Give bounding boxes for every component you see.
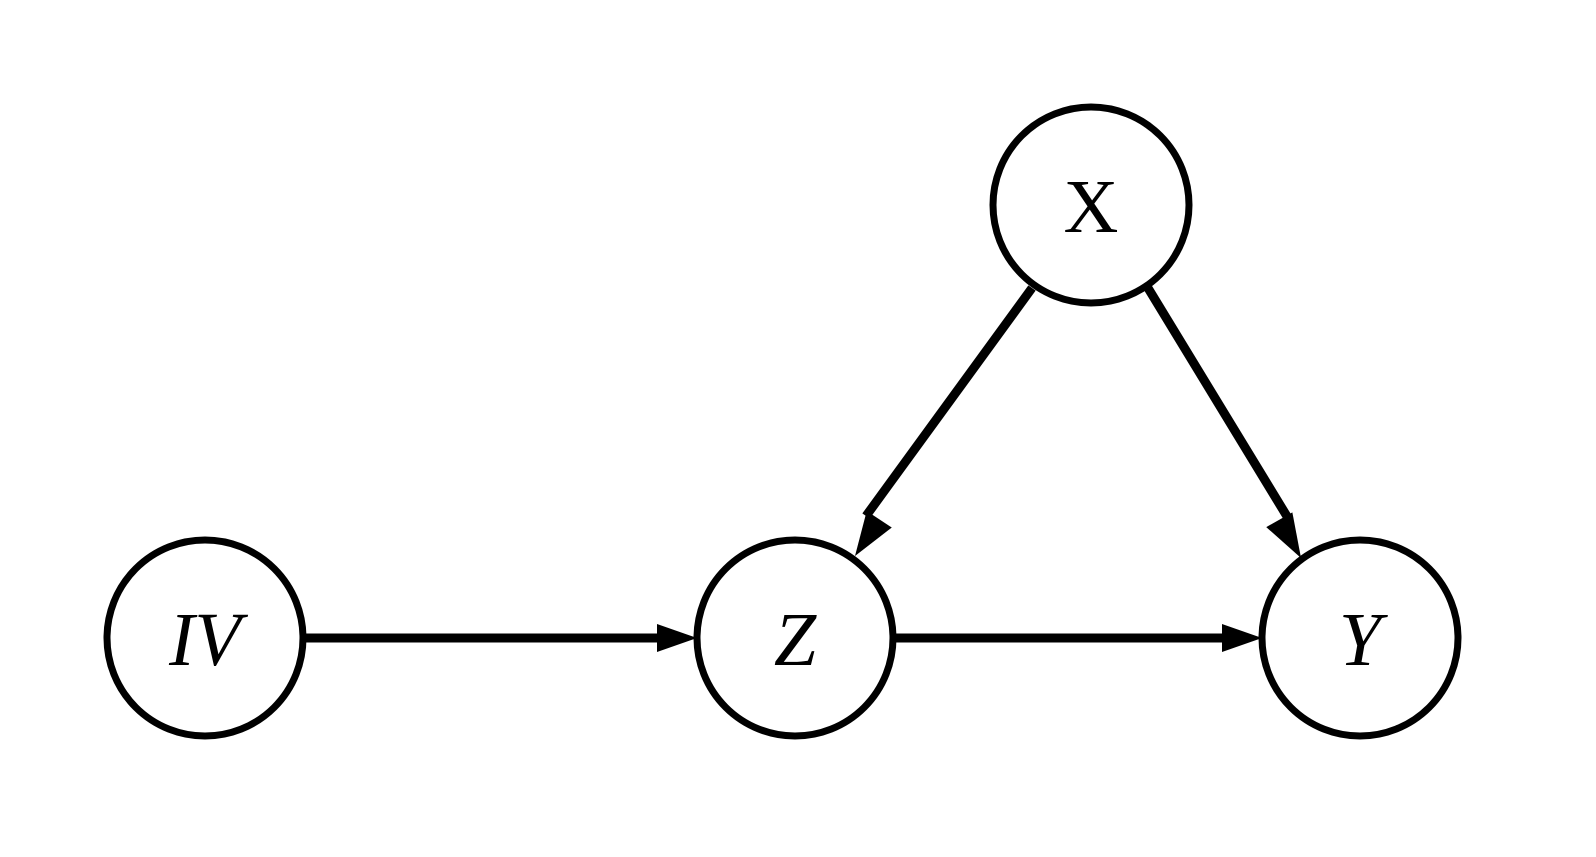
edge-iv-to-z-arrowhead (657, 624, 697, 652)
node-iv-label: IV (168, 598, 248, 682)
edges-group (303, 285, 1301, 652)
node-y-label: Y (1339, 598, 1389, 682)
node-y[interactable]: Y (1258, 536, 1462, 740)
edge-x-to-z-line (862, 285, 1036, 519)
edge-iv-to-z[interactable] (303, 624, 697, 652)
edge-x-to-z-arrowhead (855, 511, 892, 556)
edge-x-to-y-line (1144, 285, 1292, 521)
edge-z-to-y-arrowhead (1222, 624, 1262, 652)
node-x-label: X (1064, 165, 1119, 249)
node-iv-ellipse (103, 536, 307, 740)
node-iv[interactable]: IV (103, 536, 307, 740)
edge-z-to-y[interactable] (893, 624, 1262, 652)
node-x[interactable]: X (989, 103, 1193, 307)
edge-x-to-z[interactable] (855, 285, 1036, 556)
node-z-label: Z (774, 598, 817, 682)
edge-x-to-y[interactable] (1144, 285, 1301, 558)
edge-x-to-y-arrowhead (1266, 512, 1301, 558)
node-x-ellipse (989, 103, 1193, 307)
node-z[interactable]: Z (693, 536, 897, 740)
node-z-ellipse (693, 536, 897, 740)
node-y-ellipse (1258, 536, 1462, 740)
nodes-group: IV Z Y X (103, 103, 1462, 740)
